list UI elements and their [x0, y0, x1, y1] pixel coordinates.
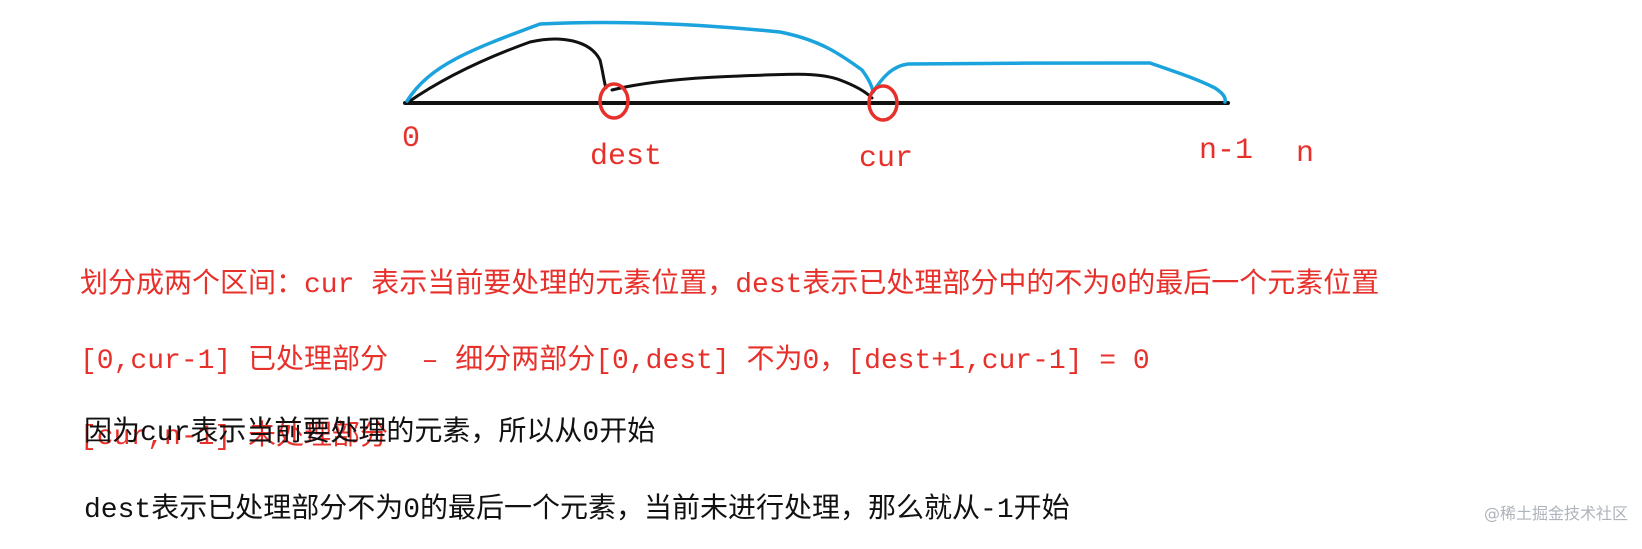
arc-cur-to-end [871, 61, 1227, 104]
cur-marker-circle [867, 84, 899, 122]
red-note-line: 划分成两个区间：cur 表示当前要处理的元素位置，dest表示已处理部分中的不为… [80, 270, 1380, 301]
black-note-line: 因为cur表示当前要处理的元素，所以从0开始 [84, 418, 656, 449]
arc-0-to-dest [405, 37, 608, 105]
label-zero: 0 [402, 122, 420, 156]
black-notes: 因为cur表示当前要处理的元素，所以从0开始 dest表示已处理部分不为0的最后… [84, 377, 1070, 549]
watermark: @稀土掘金技术社区 [1483, 504, 1628, 523]
red-notes: 划分成两个区间：cur 表示当前要处理的元素位置，dest表示已处理部分中的不为… [80, 230, 1379, 476]
red-note-line: [0,cur-1] 已处理部分 – 细分两部分[0,dest] 不为0，[des… [80, 346, 1150, 377]
dest-marker-circle [598, 82, 630, 120]
label-n-minus-1: n-1 [1199, 134, 1253, 168]
arc-dest-to-cur [610, 72, 874, 100]
black-note-line: dest表示已处理部分不为0的最后一个元素，当前未进行处理，那么就从-1开始 [84, 495, 1070, 526]
label-cur: cur [859, 142, 913, 176]
diagram-canvas: 0 dest cur n-1 n [402, 20, 1314, 176]
red-note-line: [cur,n-1] 未处理部分 [80, 422, 389, 453]
arc-0-to-cur [405, 20, 875, 103]
label-dest: dest [590, 140, 662, 174]
label-n: n [1296, 137, 1314, 171]
